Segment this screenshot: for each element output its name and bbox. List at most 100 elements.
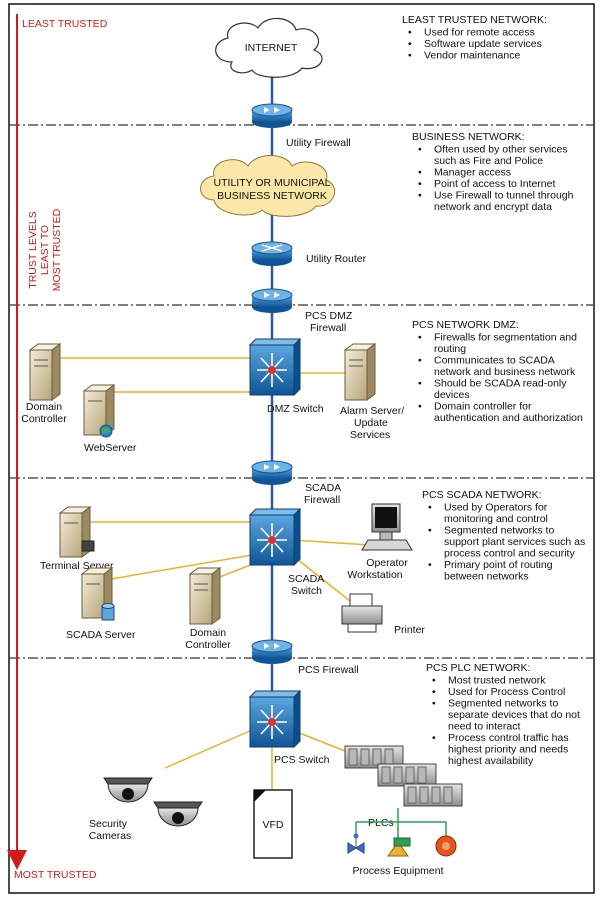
internet-label: INTERNET (245, 42, 298, 54)
alarm-server-line2: Update (354, 417, 388, 429)
utility-business-cloud: UTILITY OR MUNICIPAL BUSINESS NETWORK (200, 155, 336, 217)
bullet-dot: • (418, 144, 422, 156)
camera-icon (103, 777, 153, 803)
bullet-dot: • (428, 525, 432, 537)
least-trusted-label: LEAST TRUSTED (22, 18, 108, 30)
dmz-switch (248, 337, 302, 397)
bullet-dot: • (418, 355, 422, 367)
security-cameras (103, 777, 203, 827)
zone-bullet-business: Point of access to Internet (434, 178, 555, 190)
scada-domain-controller (188, 567, 222, 625)
plc-icon (344, 745, 404, 769)
scada-switch-line2: Switch (291, 585, 322, 597)
operator-workstation-line2: Workstation (347, 569, 402, 581)
dmz-domain-controller (28, 343, 62, 401)
zone-block-scada: PCS SCADA NETWORK:•Used by Operators for… (422, 489, 585, 583)
pcs-switch (248, 689, 302, 749)
zone-title-least: LEAST TRUSTED NETWORK: (402, 14, 547, 26)
bullet-dot: • (418, 167, 422, 179)
process-equipment-label: Process Equipment (352, 865, 443, 877)
svg-text:MOST TRUSTED: MOST TRUSTED (51, 208, 63, 291)
zone-title-plc: PCS PLC NETWORK: (426, 662, 530, 674)
bullet-dot: • (432, 686, 436, 698)
bullet-dot: • (408, 38, 412, 50)
most-trusted-label: MOST TRUSTED (14, 869, 97, 881)
operator-workstation (361, 503, 413, 551)
vfd-drive: VFD (253, 789, 293, 859)
zone-title-scada: PCS SCADA NETWORK: (422, 489, 542, 501)
zone-descriptions: LEAST TRUSTED NETWORK: • Used for remote a… (402, 14, 585, 767)
zone-title-business: BUSINESS NETWORK: (412, 131, 525, 143)
operator-workstation-line1: Operator (366, 557, 408, 569)
zone-block-least: LEAST TRUSTED NETWORK: • Used for remote a… (402, 14, 547, 62)
terminal-server (58, 506, 95, 558)
svg-text:TRUST LEVELS: TRUST LEVELS (27, 211, 39, 288)
pcs-switch-label: PCS Switch (274, 754, 330, 766)
plc-racks (344, 745, 463, 807)
pcs-dmz-firewall-line1: PCS DMZ (305, 310, 353, 322)
firewall-icon (264, 292, 280, 298)
camera-icon (153, 801, 203, 827)
plcs-label: PLCs (368, 817, 394, 829)
zone-block-plc: PCS PLC NETWORK: • Most trusted network • Us… (426, 662, 580, 767)
bullet-dot: • (418, 178, 422, 190)
plc-icon (377, 763, 437, 787)
printer (341, 593, 383, 633)
utility-firewall-label: Utility Firewall (286, 137, 351, 149)
scada-firewall-line2: Firewall (304, 494, 340, 506)
database-icon (101, 603, 115, 621)
svg-text:LEAST TO: LEAST TO (39, 225, 51, 275)
pcs-firewall-label: PCS Firewall (298, 664, 359, 676)
firewall-icon (264, 107, 280, 113)
utility-router-label: Utility Router (306, 253, 367, 265)
internet-cloud: INTERNET (215, 17, 323, 78)
zone-bullet-least: Used for remote access (424, 27, 535, 39)
bullet-dot: • (428, 502, 432, 514)
scada-firewall (251, 460, 293, 485)
firewall-icon (264, 643, 280, 649)
vfd-label: VFD (263, 819, 284, 831)
zone-bullet-business: Manager access (434, 167, 511, 179)
trust-levels-label: TRUST LEVELS LEAST TO MOST TRUSTED (27, 208, 63, 291)
process-equipment (347, 808, 457, 857)
link-workstation (291, 539, 371, 546)
zone-title-dmz: PCS NETWORK DMZ: (412, 319, 519, 331)
zone-bullet-least: Vendor maintenance (424, 50, 520, 62)
router-arrows-icon (261, 244, 283, 252)
scada-firewall-line1: SCADA (305, 482, 341, 494)
plc-icon (403, 783, 463, 807)
zone-separators (10, 124, 593, 659)
bullet-dot: • (418, 332, 422, 344)
webserver-label: WebServer (84, 442, 137, 454)
pump-icon (387, 837, 411, 857)
alarm-server-line1: Alarm Server/ (340, 405, 404, 417)
bullet-dot: • (432, 698, 436, 710)
webserver (82, 384, 116, 438)
dmz-domain-controller-line1: Domain (26, 401, 62, 413)
scada-server (80, 567, 115, 621)
zone-bullet-plc: Used for Process Control (448, 686, 565, 698)
terminal-icon (81, 540, 95, 552)
scada-server-label: SCADA Server (66, 629, 136, 641)
dmz-domain-controller-line2: Controller (21, 413, 67, 425)
frame-border (8, 3, 595, 894)
utility-router (251, 241, 293, 266)
utility-firewall (251, 103, 293, 128)
security-cameras-line2: Cameras (89, 830, 132, 842)
zone-bullet-plc: Most trusted network (448, 675, 546, 687)
bullet-dot: • (432, 732, 436, 744)
scada-switch (248, 507, 302, 567)
bullet-dot: • (418, 378, 422, 390)
bullet-dot: • (408, 50, 412, 62)
